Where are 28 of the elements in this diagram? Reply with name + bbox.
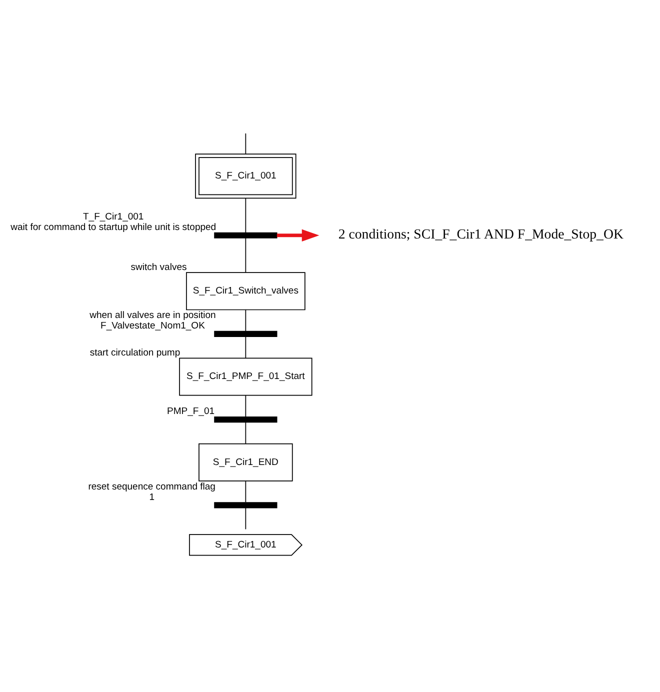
node-label: when all valves are in position (90, 310, 216, 321)
node-label: T_F_Cir1_001 (83, 211, 144, 222)
node-box: S_F_Cir1_PMP_F_01_Start (179, 357, 312, 396)
connector (245, 421, 246, 444)
node-label: wait for command to startup while unit is stopped (10, 222, 216, 233)
node-label: F_Valvestate_Nom1_OK (100, 320, 205, 332)
connector (245, 237, 246, 272)
node-label: 1 (149, 491, 154, 502)
node-box: S_F_Cir1_001 (195, 153, 296, 198)
connector (245, 394, 246, 417)
node-box: S_F_Cir1_Switch_valves (186, 272, 306, 310)
connector (245, 336, 246, 358)
node-bar (214, 232, 278, 238)
node-bar (214, 416, 278, 422)
node-label: start circulation pump (90, 346, 180, 358)
connector (245, 197, 246, 233)
connector (245, 308, 246, 331)
arrow (276, 228, 320, 241)
connector (245, 506, 246, 530)
node-bar (214, 330, 278, 336)
node-text: 2 conditions; SCI_F_Cir1 AND F_Mode_Stop_OK (338, 226, 624, 242)
node-bar (214, 502, 278, 508)
connector (245, 132, 246, 154)
node-label: switch valves (130, 261, 187, 272)
node-box: S_F_Cir1_END (198, 442, 293, 481)
node-label: PMP_F_01 (167, 406, 215, 417)
node-label: reset sequence command flag (88, 480, 216, 492)
connector (245, 480, 246, 502)
